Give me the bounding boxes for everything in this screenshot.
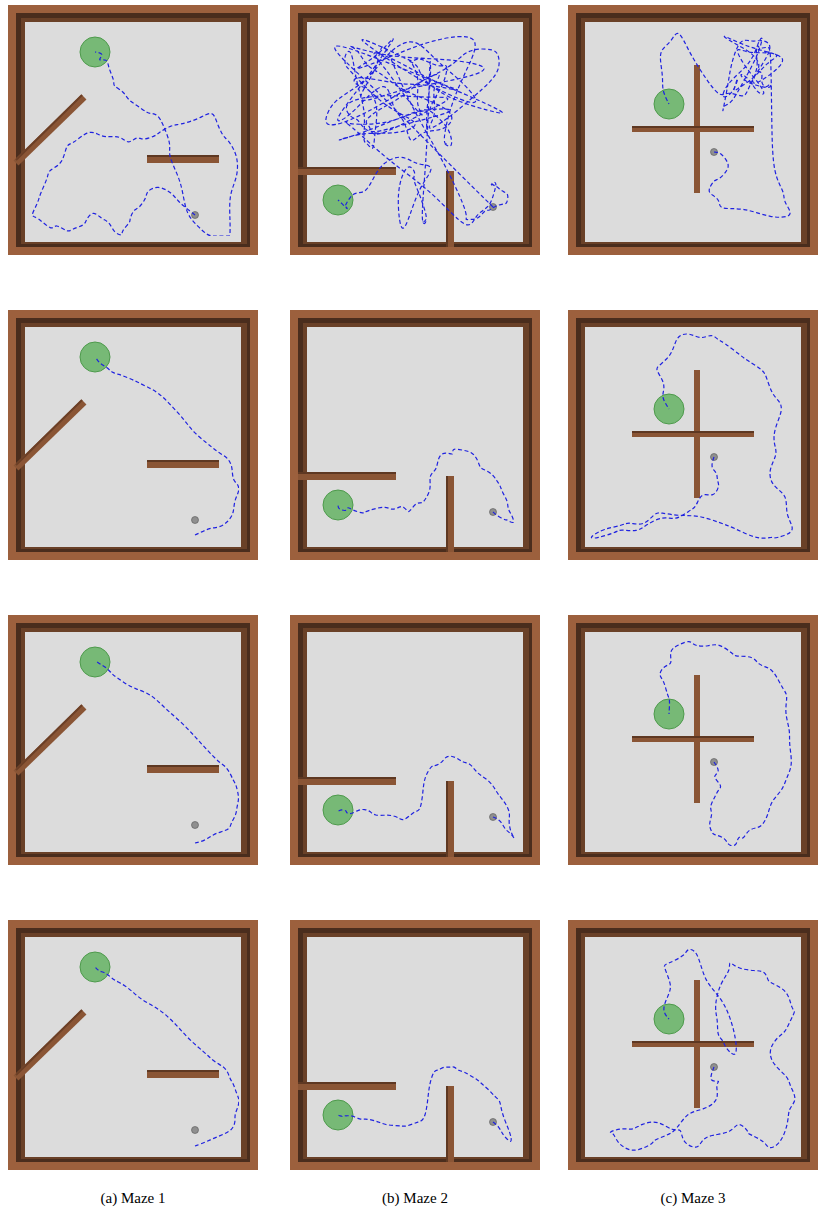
trajectory — [96, 358, 239, 535]
trajectory — [96, 661, 238, 843]
trajectory — [32, 52, 237, 236]
trajectory — [95, 967, 239, 1146]
goal-region — [80, 952, 110, 982]
agent-start — [192, 517, 199, 524]
trajectory — [338, 449, 514, 522]
maze-panel — [8, 5, 258, 255]
maze-panel — [8, 310, 258, 560]
maze-panel — [290, 5, 540, 255]
goal-region — [323, 490, 353, 520]
goal-region — [323, 795, 353, 825]
subfigure-caption: (c) Maze 3 — [661, 1190, 726, 1207]
maze-panel — [290, 310, 540, 560]
trajectory — [338, 1067, 511, 1141]
maze-panel — [568, 615, 818, 865]
maze-panel — [290, 920, 540, 1170]
maze-panel — [8, 920, 258, 1170]
agent-start — [192, 1127, 199, 1134]
trajectory — [591, 334, 792, 538]
trajectory — [338, 756, 514, 838]
agent-start — [192, 822, 199, 829]
maze-panel — [568, 920, 818, 1170]
maze-panel — [290, 615, 540, 865]
trajectory — [610, 949, 794, 1150]
trajectory — [660, 642, 791, 846]
subfigure-caption: (b) Maze 2 — [382, 1190, 448, 1207]
trajectory — [660, 33, 790, 217]
maze-panel — [568, 310, 818, 560]
maze-panel — [8, 615, 258, 865]
trajectory — [326, 37, 508, 229]
goal-region — [323, 1100, 353, 1130]
subfigure-caption: (a) Maze 1 — [101, 1190, 166, 1207]
goal-region — [80, 342, 110, 372]
maze-panel — [568, 5, 818, 255]
goal-region — [80, 647, 110, 677]
